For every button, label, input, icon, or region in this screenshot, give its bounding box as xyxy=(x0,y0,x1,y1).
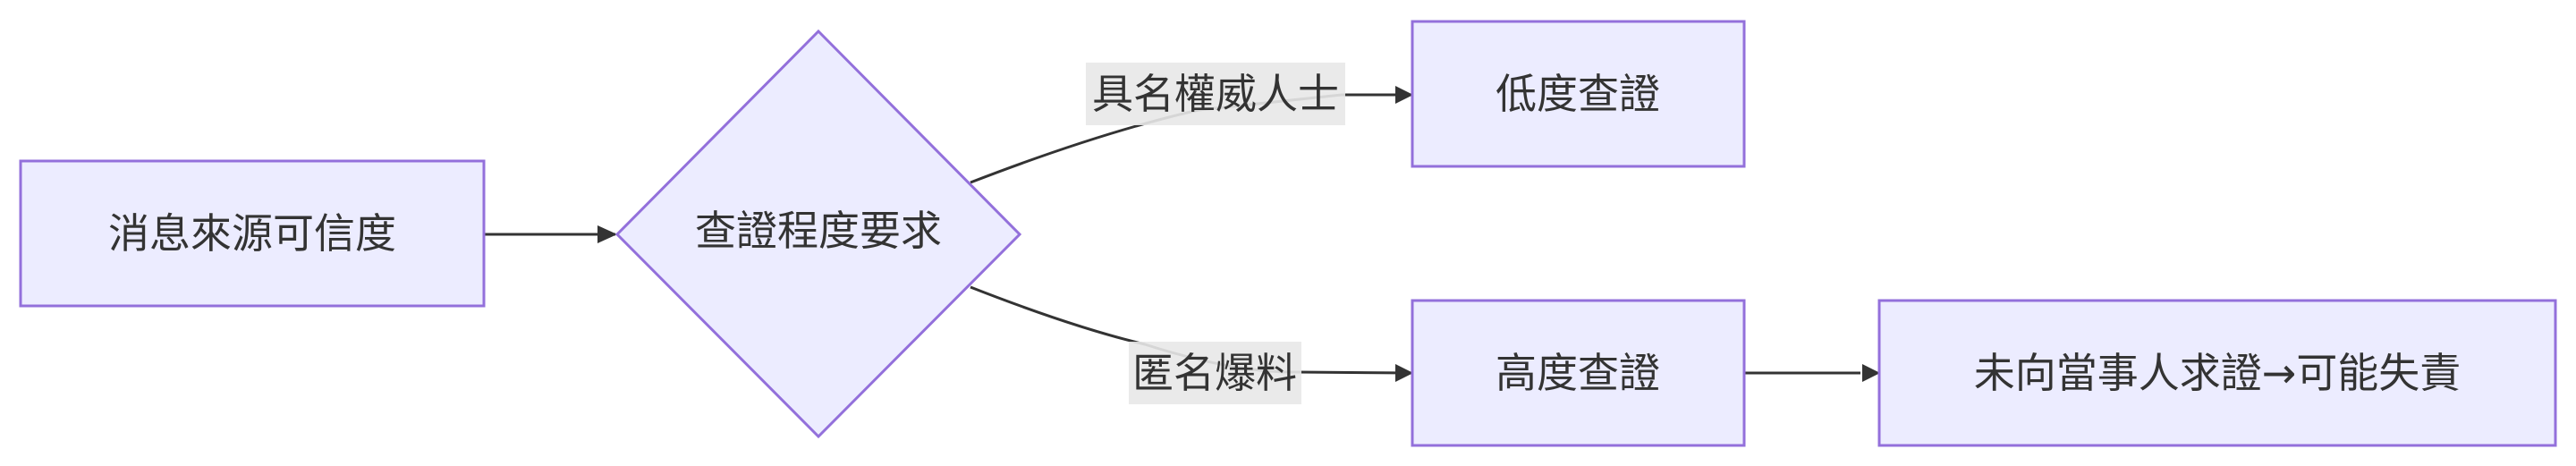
node-source-credibility: 消息來源可信度 xyxy=(19,159,486,308)
node-verification-requirement-diamond xyxy=(614,29,1022,439)
edge-label-bg-named-authority xyxy=(1086,63,1345,125)
node-low-verification: 低度查證 xyxy=(1411,20,1746,168)
edge-high-to-result-arrowhead xyxy=(1862,364,1880,382)
edge-label-anonymous-tip: 匿名爆料 xyxy=(1132,349,1297,397)
edge-label-named-authority: 具名權威人士 xyxy=(1092,70,1339,118)
node-possible-liability-label: 未向當事人求證→可能失責 xyxy=(1974,349,2462,397)
node-possible-liability: 未向當事人求證→可能失責 xyxy=(1877,299,2557,447)
node-verification-requirement: 查證程度要求 xyxy=(614,29,1022,439)
node-high-verification-box xyxy=(1411,299,1746,447)
edge-decision-to-high-arrowhead xyxy=(1395,364,1413,382)
edge-decision-to-high: 匿名爆料 xyxy=(970,285,1413,404)
node-verification-requirement-label: 查證程度要求 xyxy=(695,207,942,255)
edge-decision-to-low-arrowhead xyxy=(1395,86,1413,104)
edge-high-to-result xyxy=(1744,364,1880,382)
edge-source-to-decision-arrowhead xyxy=(597,225,617,243)
edge-decision-to-low: 具名權威人士 xyxy=(970,63,1413,184)
edge-label-bg-anonymous-tip xyxy=(1129,342,1301,404)
node-high-verification: 高度查證 xyxy=(1411,299,1746,447)
node-high-verification-label: 高度查證 xyxy=(1496,349,1660,397)
node-possible-liability-box xyxy=(1877,299,2557,447)
node-source-credibility-label: 消息來源可信度 xyxy=(108,209,396,258)
node-low-verification-box xyxy=(1411,20,1746,168)
node-low-verification-label: 低度查證 xyxy=(1496,70,1660,118)
node-source-credibility-box xyxy=(19,159,486,308)
